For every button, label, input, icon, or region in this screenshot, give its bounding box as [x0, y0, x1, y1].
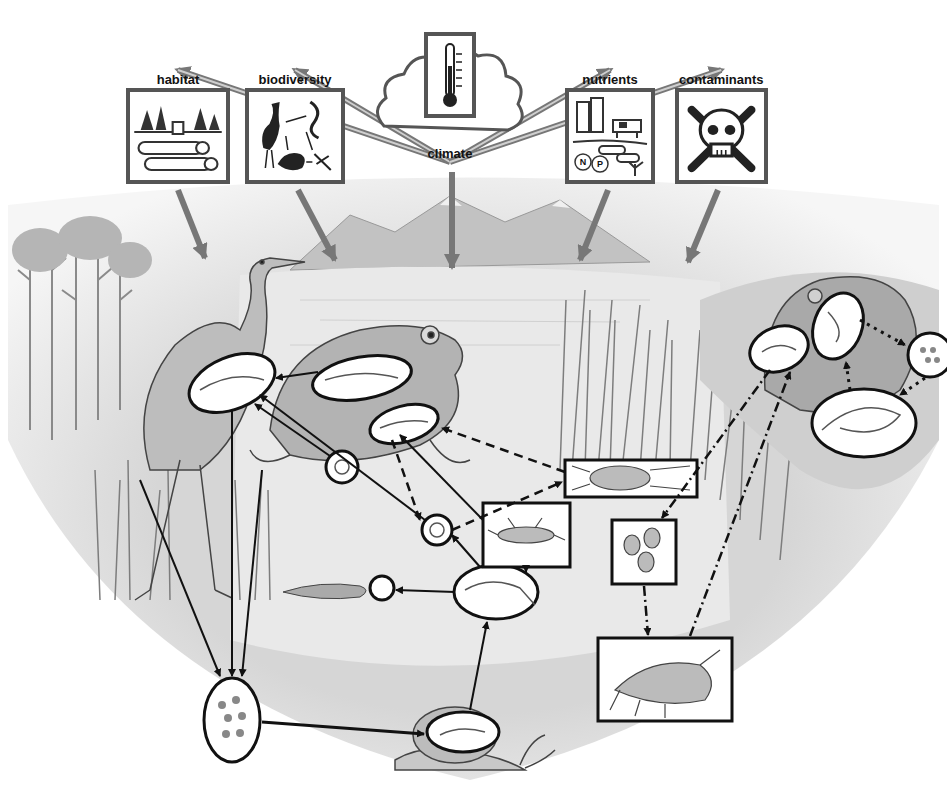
contaminants-panel: contaminants — [675, 70, 768, 184]
icon-box: NP — [565, 88, 655, 184]
climate-icon — [370, 26, 530, 144]
panel-heading: biodiversity — [245, 70, 345, 88]
biodiversity-panel: biodiversity — [245, 70, 345, 184]
panel-heading: habitat — [126, 70, 230, 88]
nitrogen-label: N — [577, 156, 589, 168]
panel-heading: nutrients — [565, 70, 655, 88]
icon-box — [245, 88, 345, 184]
panel-heading: climate — [370, 144, 530, 162]
icon-box — [675, 88, 768, 184]
habitat-panel: habitat — [126, 70, 230, 184]
nutrients-panel: nutrientsNP — [565, 70, 655, 184]
panel-heading: contaminants — [675, 70, 768, 88]
phosphorus-label: P — [594, 158, 606, 170]
climate-panel: climate — [370, 26, 530, 162]
icon-box — [126, 88, 230, 184]
